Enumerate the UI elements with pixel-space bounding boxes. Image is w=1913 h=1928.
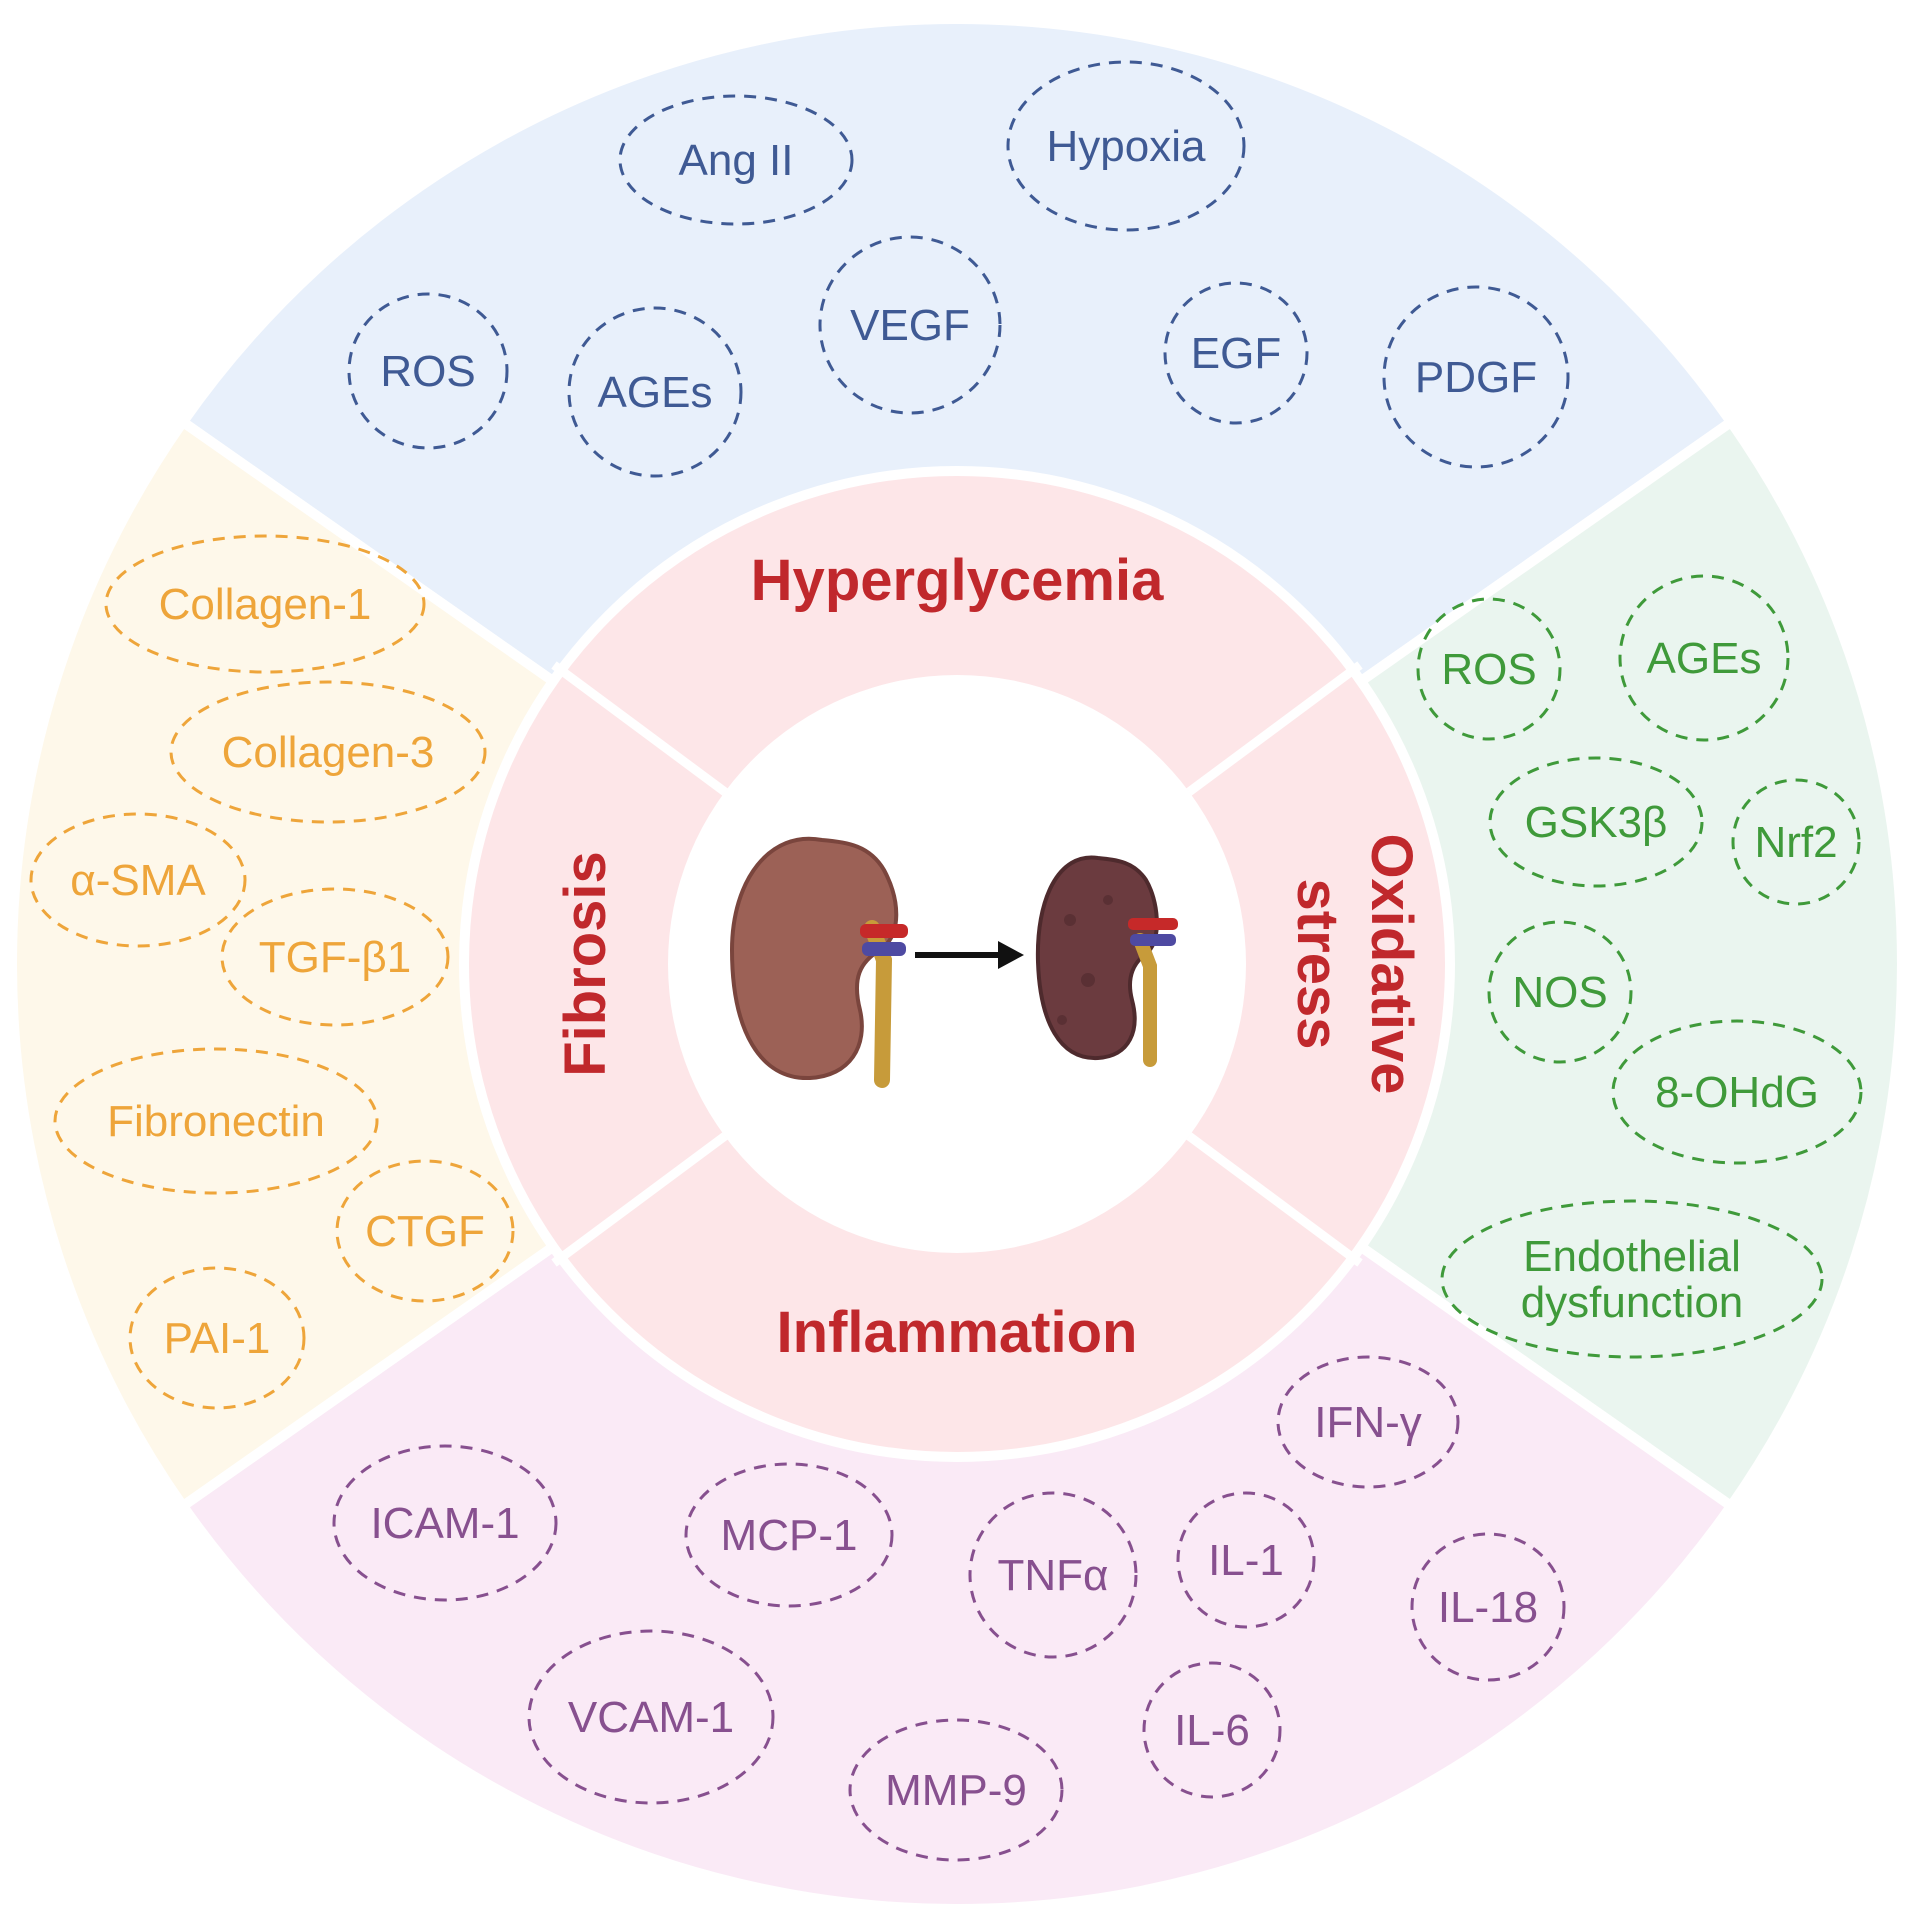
right-marker-7-label-1: Endothelial [1523,1232,1741,1281]
left-marker-2-label: Collagen-3 [222,728,435,777]
bottom-marker-5-label: IL-1 [1208,1536,1284,1585]
bottom-marker-3-label: MCP-1 [721,1511,858,1560]
right-marker-1-label: ROS [1441,645,1536,694]
bottom-marker-1-outline [1276,1355,1460,1489]
left-marker-5-label: Fibronectin [107,1097,325,1146]
bottom-marker-7-outline [527,1629,775,1805]
fibrosis-label: Fibrosis [553,851,618,1077]
inflammation-label: Inflammation [777,1300,1138,1365]
bottom-marker-9-outline [848,1718,1064,1862]
bottom-marker-2-label: ICAM-1 [370,1499,519,1548]
top-marker-2-outline [1006,60,1246,232]
left-marker-3-outline [29,812,247,948]
bottom-marker-9-label: MMP-9 [885,1766,1027,1815]
arrow-right-icon [915,941,1024,969]
bottom-marker-8-label: IL-6 [1174,1706,1250,1755]
left-marker-1-outline [104,534,426,674]
top-marker-1-label: Ang II [679,136,794,185]
right-marker-5-outline [1487,920,1633,1064]
ring-dividers [551,661,1363,1267]
bottom-marker-4-label: TNFα [998,1551,1109,1600]
top-marker-3-label: VEGF [850,301,970,350]
left-marker-4-outline [220,887,450,1027]
right-marker-3-outline [1488,756,1704,888]
left-marker-1-label: Collagen-1 [159,580,372,629]
top-marker-6-outline [1163,281,1309,425]
left-marker-2-outline [169,680,487,824]
bottom-marker-3-outline [684,1462,894,1608]
bottom-marker-2-outline [332,1444,558,1602]
top-marker-4-outline [347,292,509,450]
left-marker-7-outline [128,1266,306,1410]
right-marker-4-label: Nrf2 [1754,818,1837,867]
top-marker-5-outline [567,306,743,478]
right-marker-7-outline [1440,1199,1824,1359]
top-marker-1-outline [618,94,854,226]
oxidative-label: Oxidative [1359,833,1424,1094]
bottom-marker-6-label: IL-18 [1438,1583,1538,1632]
kidney-healthy-icon [729,836,908,1088]
top-marker-7-label: PDGF [1415,353,1537,402]
right-marker-3-label: GSK3β [1525,798,1668,847]
bottom-marker-1-label: IFN-γ [1314,1398,1422,1447]
center-disc [668,675,1246,1253]
left-marker-3-label: α-SMA [70,856,206,905]
top-marker-4-label: ROS [380,347,475,396]
top-marker-7-outline [1382,285,1570,469]
right-marker-6-label: 8-OHdG [1655,1068,1819,1117]
kidney-damaged-icon [1035,855,1178,1067]
bottom-marker-6-outline [1410,1532,1566,1682]
top-marker-5-label: AGEs [598,368,713,417]
top-marker-2-label: Hypoxia [1047,122,1206,171]
left-marker-6-outline [335,1159,515,1303]
right-marker-5-label: NOS [1512,968,1607,1017]
left-marker-5-outline [53,1047,379,1195]
bottom-marker-4-outline [968,1491,1138,1659]
right-marker-4-outline [1731,778,1861,906]
left-marker-6-label: CTGF [365,1207,485,1256]
top-marker-3-outline [818,235,1002,415]
right-marker-2-label: AGEs [1647,634,1762,683]
bottom-marker-7-label: VCAM-1 [568,1693,734,1742]
right-marker-6-outline [1611,1019,1863,1165]
bottom-marker-8-outline [1142,1661,1282,1799]
left-marker-4-label: TGF-β1 [259,933,411,982]
bottom-marker-5-outline [1176,1491,1316,1629]
top-marker-6-label: EGF [1191,329,1281,378]
stress-label: stress [1285,879,1350,1050]
right-marker-1-outline [1416,597,1562,741]
right-marker-2-outline [1618,574,1790,742]
right-marker-7-label-2: dysfunction [1521,1278,1744,1327]
left-marker-7-label: PAI-1 [164,1314,271,1363]
hyperglycemia-label: Hyperglycemia [751,548,1164,613]
